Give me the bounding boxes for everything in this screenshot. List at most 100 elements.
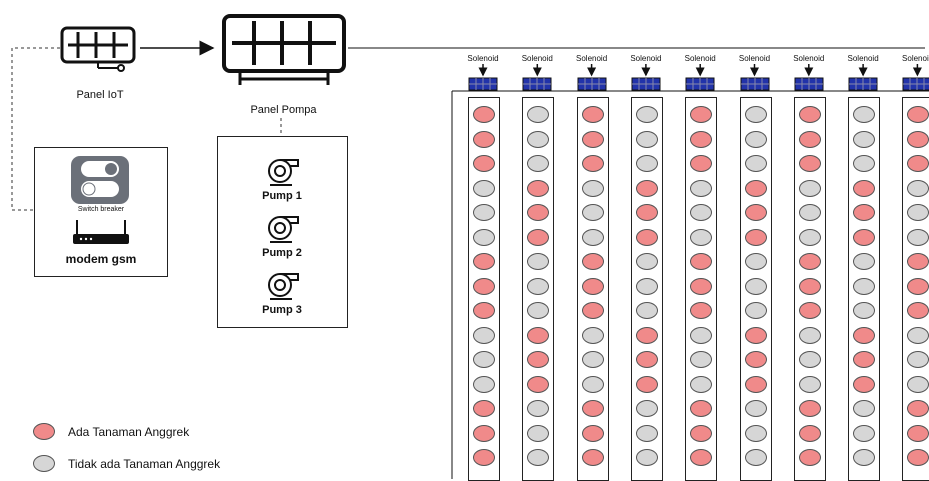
legend-absent-swatch — [33, 455, 55, 472]
plant-present-dot — [527, 375, 550, 393]
plant-present-dot — [527, 351, 550, 368]
plant-absent-dot — [744, 277, 767, 295]
plant-absent-dot — [798, 326, 821, 344]
solenoid-valve-icon — [522, 77, 552, 91]
plant-absent-dot — [853, 155, 876, 172]
plant-absent-dot — [853, 130, 876, 148]
plant-absent-dot — [853, 253, 876, 270]
plant-present-dot — [473, 106, 495, 123]
plant-absent-dot — [473, 375, 495, 393]
plant-absent-dot — [473, 326, 495, 344]
plant-present-dot — [853, 326, 876, 344]
plant-absent-dot — [907, 375, 929, 393]
plant-absent-dot — [853, 277, 876, 295]
switch-breaker-label: Switch breaker — [77, 206, 125, 213]
plant-absent-dot — [473, 351, 495, 368]
plant-absent-dot — [744, 155, 767, 172]
plant-present-dot — [907, 449, 929, 466]
plant-absent-dot — [690, 326, 713, 344]
solenoid-valve-icon — [740, 77, 769, 91]
plant-present-dot — [473, 449, 495, 466]
plant-absent-dot — [581, 326, 604, 344]
solenoid-label: Solenoid — [847, 54, 879, 63]
plant-present-dot — [907, 400, 929, 417]
plant-present-dot — [527, 326, 550, 344]
solenoid-valve-icon — [848, 77, 878, 91]
plant-present-dot — [581, 106, 604, 123]
plant-absent-dot — [744, 449, 767, 466]
plant-present-dot — [690, 449, 713, 466]
plant-present-dot — [635, 375, 658, 393]
iot-control-dashed-line — [11, 47, 60, 211]
plant-absent-dot — [473, 228, 495, 246]
plant-present-dot — [690, 424, 713, 442]
plant-absent-dot — [581, 375, 604, 393]
plant-absent-dot — [853, 302, 876, 319]
plant-present-dot — [798, 277, 821, 295]
panel-iot-label: Panel IoT — [76, 89, 124, 101]
plant-present-dot — [473, 302, 495, 319]
plant-absent-dot — [635, 130, 658, 148]
plant-absent-dot — [853, 424, 876, 442]
solenoid-valve-icon — [794, 77, 824, 91]
solenoid-label: Solenoid — [630, 54, 662, 63]
plant-present-dot — [798, 106, 821, 123]
plant-absent-dot — [853, 106, 876, 123]
plant-absent-dot — [635, 277, 658, 295]
plant-present-dot — [581, 155, 604, 172]
plant-absent-dot — [581, 351, 604, 368]
plant-absent-dot — [907, 179, 929, 197]
solenoid-label: Solenoid — [521, 54, 553, 63]
solenoid-label: Solenoid — [684, 54, 716, 63]
plant-present-dot — [635, 204, 658, 221]
plant-present-dot — [635, 179, 658, 197]
plant-present-dot — [473, 155, 495, 172]
plant-present-dot — [527, 204, 550, 221]
plant-absent-dot — [527, 449, 550, 466]
plant-present-dot — [581, 302, 604, 319]
plant-present-dot — [690, 253, 713, 270]
plant-present-dot — [581, 277, 604, 295]
plant-absent-dot — [527, 130, 550, 148]
plant-present-dot — [853, 375, 876, 393]
pump-icon — [268, 159, 299, 186]
plant-absent-dot — [527, 424, 550, 442]
plant-present-dot — [744, 228, 767, 246]
plant-absent-dot — [473, 204, 495, 221]
plant-present-dot — [744, 351, 767, 368]
legend-absent-label: Tidak ada Tanaman Anggrek — [68, 457, 221, 471]
plant-absent-dot — [527, 277, 550, 295]
plant-absent-dot — [581, 204, 604, 221]
plant-present-dot — [527, 179, 550, 197]
control-box: Switch breaker modem gsm — [34, 147, 168, 277]
pump-icon — [268, 273, 299, 300]
plant-present-dot — [907, 253, 929, 270]
plant-absent-dot — [744, 424, 767, 442]
solenoid-valve-icon — [468, 77, 498, 91]
plant-present-dot — [473, 424, 495, 442]
plant-absent-dot — [635, 302, 658, 319]
plant-present-dot — [907, 130, 929, 148]
solenoid-label: Solenoid — [738, 54, 771, 63]
plant-absent-dot — [527, 106, 550, 123]
plant-present-dot — [690, 400, 713, 417]
plant-absent-dot — [798, 204, 821, 221]
plant-absent-dot — [744, 253, 767, 270]
plant-present-dot — [798, 424, 821, 442]
plant-present-dot — [581, 449, 604, 466]
solenoid-valve-icon — [685, 77, 715, 91]
legend-present-swatch — [33, 423, 55, 440]
plant-present-dot — [635, 351, 658, 368]
solenoid-label: Solenoid — [576, 54, 608, 63]
plant-present-dot — [690, 277, 713, 295]
plant-present-dot — [744, 375, 767, 393]
plant-present-dot — [798, 400, 821, 417]
plant-present-dot — [907, 277, 929, 295]
plant-present-dot — [473, 277, 495, 295]
plant-present-dot — [907, 106, 929, 123]
plant-present-dot — [581, 130, 604, 148]
plant-present-dot — [744, 326, 767, 344]
